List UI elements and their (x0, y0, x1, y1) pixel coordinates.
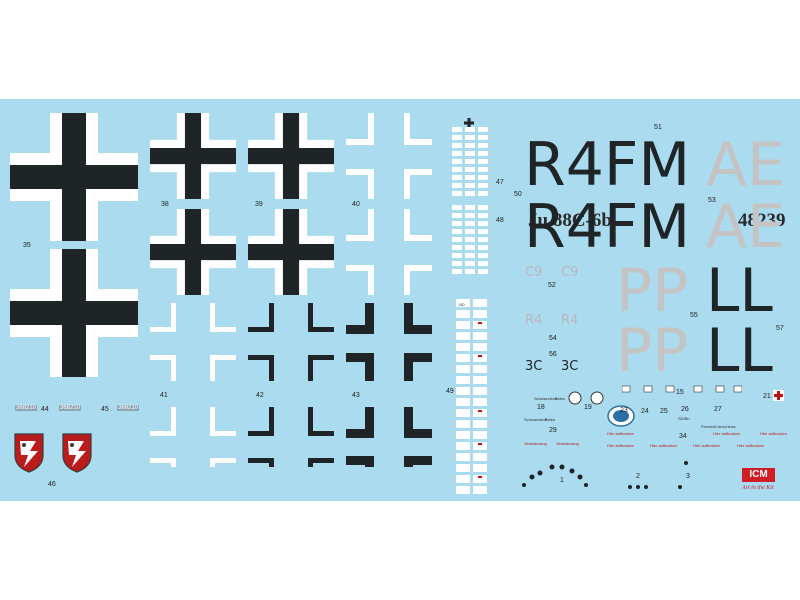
balkenkreuz-icon (150, 209, 236, 295)
decal-number-25: 25 (660, 408, 668, 415)
decal-number-57: 57 (776, 325, 784, 332)
stencil-schwarzstoff-2: Schwarzstoff (524, 417, 547, 422)
balkenkreuz-icon (248, 209, 334, 295)
decal-number-45: 45 (101, 406, 109, 413)
outline-cross-white (150, 303, 236, 467)
decal-number-53: 53 (708, 197, 716, 204)
decal-number-40: 40 (352, 201, 360, 208)
small-cross-icon (464, 115, 474, 133)
decal-number-47: 47 (496, 179, 504, 186)
stencil-hier-aufbocken-7: Hier aufbocken (760, 431, 787, 436)
decal-sheet: Ju 88C-6b 48239 35 38 39 (0, 99, 800, 501)
instrument-dials-icon (568, 391, 604, 405)
small-dot-decals (522, 461, 688, 489)
decal-number-1: 1 (560, 477, 564, 484)
decal-number-50: 50 (514, 191, 522, 198)
decal-number-39: 39 (255, 201, 263, 208)
code-c9-right: C9 (561, 265, 579, 280)
code-3c-right: 3C (561, 359, 579, 374)
code-3c-left: 3C (525, 359, 543, 374)
balkenkreuz-icon (248, 113, 334, 199)
decal-number-34: 34 (679, 433, 687, 440)
stencil-schwarzstoff-1: Schwarzstoff (534, 396, 557, 401)
decal-number-27: 27 (714, 406, 722, 413)
decal-number-42: 42 (256, 392, 264, 399)
code-c9-left: C9 (525, 265, 543, 280)
stencil-hier-aufbocken-4: Hier aufbocken (737, 443, 764, 448)
serial-44: 368210 (15, 405, 38, 411)
decal-number-23: 23 (620, 407, 628, 414)
red-cross-icon (773, 390, 784, 401)
code-ll-top: LL (706, 256, 773, 326)
sd-label: SD/Bh (678, 416, 690, 421)
decal-number-19: 19 (584, 404, 592, 411)
code-r4-left: R4 (525, 313, 543, 328)
decal-number-56: 56 (549, 351, 557, 358)
code-ll-bottom: LL (706, 316, 773, 386)
decal-number-26: 26 (681, 406, 689, 413)
outline-cross-dark-thin (248, 303, 334, 467)
stencil-column-49 (456, 299, 487, 494)
emblem-shield-icon (62, 433, 92, 473)
decal-number-15: 15 (676, 389, 684, 396)
decal-number-3: 3 (686, 473, 690, 480)
outline-cross-white (346, 113, 432, 295)
catalog-number: 48239 (738, 210, 786, 231)
stencil-hier-aufbocken-2: Hier aufbocken (650, 443, 677, 448)
decal-number-46: 46 (48, 481, 56, 488)
brand-tagline: Art in the Kit (742, 485, 774, 491)
decal-number-38: 38 (161, 201, 169, 208)
balkenkreuz-icon (10, 249, 138, 377)
code-r4-right: R4 (561, 313, 579, 328)
stencil-ables-1: Ables (555, 396, 566, 401)
decal-number-54: 54 (549, 335, 557, 342)
code-r4fm-top: R4FM (524, 130, 691, 200)
balkenkreuz-icon (10, 113, 138, 241)
stencil-column-47-48 (452, 127, 488, 274)
decal-number-21: 21 (763, 393, 771, 400)
sheet-title: Ju 88C-6b (528, 210, 612, 231)
stencil-ables-2: Ables (545, 417, 556, 422)
stencil-verankerung-2: Verankerung (556, 441, 579, 446)
serial-45a: 368210 (59, 405, 82, 411)
stencil-hier-aufbocken-1: Hier aufbocken (607, 443, 634, 448)
decal-number-29: 29 (549, 427, 557, 434)
balkenkreuz-icon (150, 113, 236, 199)
decal-number-35: 35 (23, 242, 31, 249)
star-roundel-icon (607, 405, 635, 427)
code-ae-top: AE (706, 130, 785, 200)
small-placard-row (622, 385, 742, 393)
emblem-shield-icon (14, 433, 44, 473)
stencil-hier-aufbocken-5: Hier aufbocken (607, 431, 634, 436)
stencil-verankerung-1: Verankerung (524, 441, 547, 446)
code-pp-top: PP (616, 256, 689, 326)
decal-number-41: 41 (160, 392, 168, 399)
serial-45b: 368210 (117, 405, 140, 411)
code-r4fm-bottom: R4FM (524, 192, 691, 262)
decal-number-43: 43 (352, 392, 360, 399)
icm-logo: ICM (742, 468, 775, 482)
decal-number-49: 49 (446, 388, 454, 395)
decal-number-55: 55 (690, 312, 698, 319)
decal-number-52: 52 (548, 282, 556, 289)
stencil-anschluss: Pressluft Anschluss (701, 424, 736, 429)
decal-number-51: 51 (654, 124, 662, 131)
code-ae-bottom: AE (706, 192, 785, 262)
decal-number-2: 2 (636, 473, 640, 480)
decal-number-44: 44 (41, 406, 49, 413)
stencil-hier-aufbocken-3: Hier aufbocken (693, 443, 720, 448)
nd-label: ND (459, 302, 465, 307)
decal-number-24: 24 (641, 408, 649, 415)
decal-number-48: 48 (496, 217, 504, 224)
outline-cross-dark-thick (346, 303, 432, 467)
code-pp-bottom: PP (616, 316, 689, 386)
stencil-hier-aufbocken-6: Hier aufbocken (713, 431, 740, 436)
decal-number-18: 18 (537, 404, 545, 411)
